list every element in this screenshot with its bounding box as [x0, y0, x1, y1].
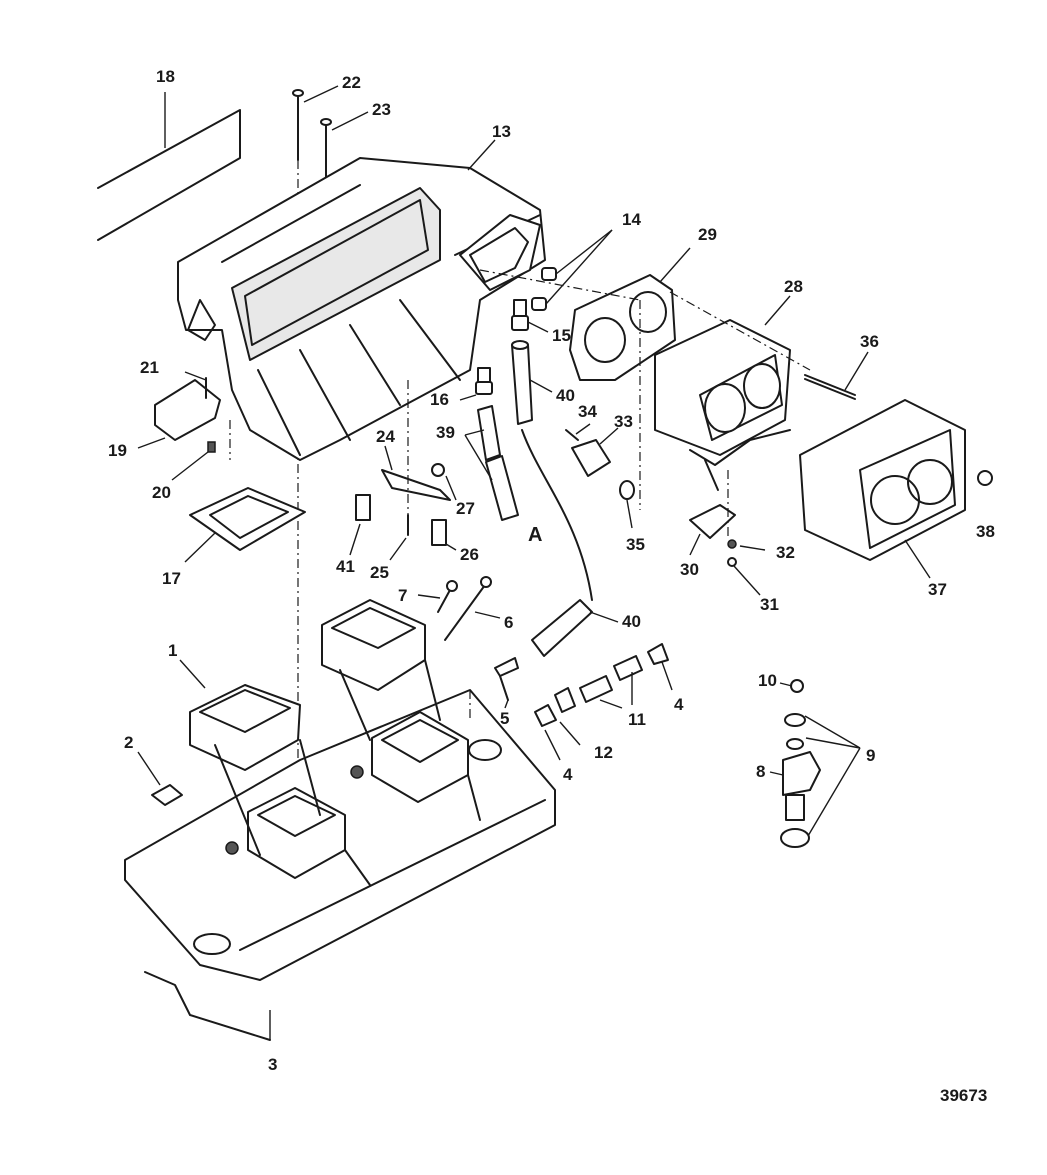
callout-9: 9	[866, 746, 875, 765]
callout-33: 33	[614, 412, 633, 431]
part-13-plenum	[177, 139, 546, 461]
callout-18: 18	[156, 67, 175, 86]
section-marker-a: A	[528, 524, 542, 546]
part-38-nut	[977, 470, 993, 486]
callout-34: 34	[578, 402, 597, 421]
parts-8-9-10-injector	[769, 679, 861, 848]
callout-20: 20	[152, 483, 171, 502]
callout-25: 25	[370, 563, 389, 582]
part-36-stud	[804, 351, 869, 400]
callout-5: 5	[500, 709, 509, 728]
part-29-gasket	[569, 247, 691, 381]
callout-10: 10	[758, 671, 777, 690]
part-37-flame-arrestor	[799, 399, 966, 579]
callout-17: 17	[162, 569, 181, 588]
part-2-sensor	[137, 751, 183, 806]
callout-11: 11	[628, 710, 646, 729]
callout-15: 15	[552, 326, 571, 345]
part-40-hoses	[511, 340, 619, 657]
callout-3: 3	[268, 1055, 277, 1074]
figure-number: 39673	[940, 1086, 987, 1105]
parts-30-31-32	[689, 470, 766, 596]
callout-19: 19	[108, 441, 127, 460]
callout-40b: 40	[622, 612, 641, 631]
callout-1: 1	[168, 641, 177, 660]
parts-19-20-21-sensor	[137, 371, 221, 481]
callout-31: 31	[760, 595, 779, 614]
callout-37: 37	[928, 580, 947, 599]
part-1-intake-manifold	[124, 599, 556, 981]
callout-24: 24	[376, 427, 395, 446]
callout-14: 14	[622, 210, 641, 229]
callout-4: 4	[674, 695, 684, 714]
assembly-centerlines	[229, 269, 811, 720]
callout-29: 29	[698, 225, 717, 244]
callout-12: 12	[594, 743, 613, 762]
callout-13: 13	[492, 122, 511, 141]
part-28-throttle-body	[654, 295, 791, 491]
callout-7: 7	[398, 586, 407, 605]
callout-26: 26	[460, 545, 479, 564]
callout-39: 39	[436, 423, 455, 442]
callout-36: 36	[860, 332, 879, 351]
callout-16: 16	[430, 390, 449, 409]
part-39-hoses	[464, 405, 519, 521]
callout-8: 8	[756, 762, 765, 781]
parts-6-7-bolts	[417, 576, 501, 641]
callout-2: 2	[124, 733, 133, 752]
callout-28: 28	[784, 277, 803, 296]
parts-14-15-16-fittings	[459, 229, 613, 401]
callout-6: 6	[504, 613, 513, 632]
parts-24-27-41-bracket	[349, 445, 457, 561]
callout-41: 41	[336, 557, 355, 576]
callout-23: 23	[372, 100, 391, 119]
parts-4-5-11-12-fittings	[494, 643, 673, 761]
part-3-gasket	[144, 971, 271, 1041]
callout-4b: 4	[563, 765, 573, 784]
parts-33-34-35-sensor	[565, 423, 635, 529]
part-18-gasket-sheet	[97, 92, 241, 241]
callout-30: 30	[680, 560, 699, 579]
callout-35: 35	[626, 535, 645, 554]
callout-38: 38	[976, 522, 995, 541]
callout-40: 40	[556, 386, 575, 405]
callout-22: 22	[342, 73, 361, 92]
part-17-gasket	[184, 487, 306, 563]
callout-32: 32	[776, 543, 795, 562]
callout-labels: 1 2 3 4 4 5 6 7 8 9 10 11 12 13 14 15 16…	[108, 67, 995, 1105]
callout-21: 21	[140, 358, 159, 377]
callout-27: 27	[456, 499, 475, 518]
